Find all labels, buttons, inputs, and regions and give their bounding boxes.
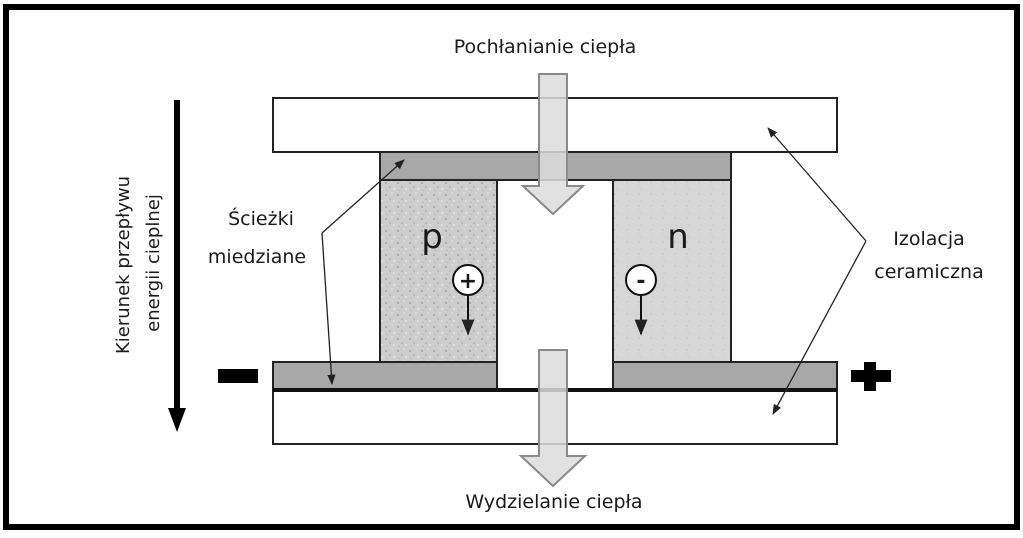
ceramic-pointers <box>767 127 867 415</box>
copper-paths-label-line1: Ścieżki <box>228 206 294 230</box>
ceramic-label-line1: Izolacja <box>893 228 965 250</box>
copper-paths-label-line2: miedziane <box>208 246 306 268</box>
outer-border <box>3 4 1020 530</box>
heat-out-arrow-icon <box>518 349 588 488</box>
hole-charge-sign: + <box>459 269 477 294</box>
heat-in-arrow-icon <box>520 73 586 216</box>
heat-release-label: Wydzielanie ciepła <box>465 491 642 513</box>
bottom-right-copper-path <box>612 361 838 390</box>
hole-carrier-icon: + <box>452 264 484 336</box>
electron-carrier-icon: - <box>625 264 657 336</box>
plus-sign-icon <box>851 362 891 391</box>
p-type-label: p <box>421 217 443 257</box>
copper-path-pointers <box>321 159 405 386</box>
heat-flow-direction-arrow-icon <box>168 100 186 432</box>
heat-flow-label-line1: Kierunek przepływu <box>113 176 134 354</box>
minus-sign-icon <box>218 369 258 383</box>
electron-charge-sign: - <box>636 269 645 294</box>
bottom-left-copper-path <box>272 361 498 390</box>
heat-absorption-label: Pochłanianie ciepła <box>454 36 636 58</box>
heat-flow-label-line2: energii cieplnej <box>143 194 164 332</box>
n-type-label: n <box>667 217 689 257</box>
ceramic-label-line2: ceramiczna <box>874 261 983 283</box>
